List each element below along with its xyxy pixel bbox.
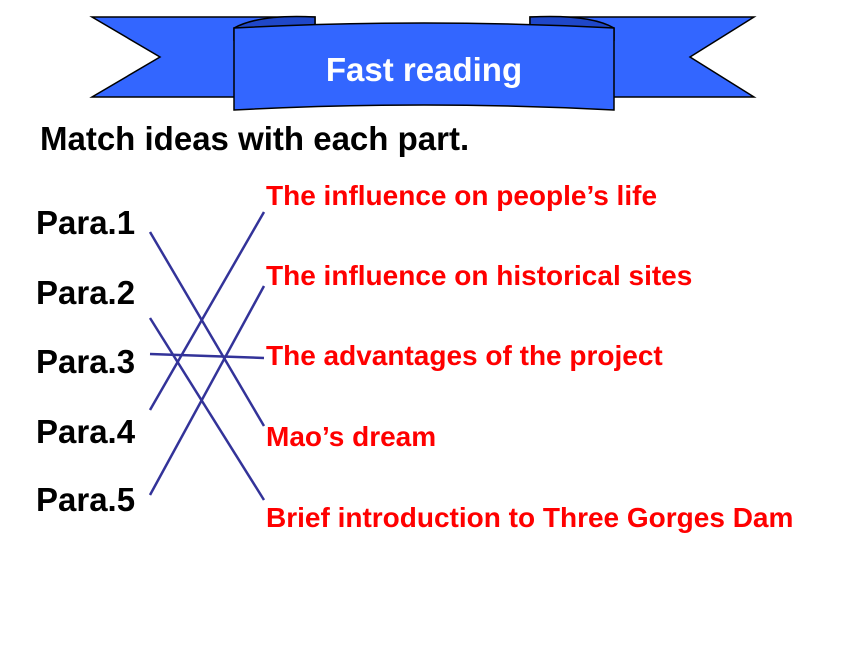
- idea-advantages: The advantages of the project: [266, 340, 663, 371]
- banner-title: Fast reading: [325, 51, 523, 88]
- idea-brief-introduction: Brief introduction to Three Gorges Dam: [266, 502, 794, 533]
- idea-mao-dream: Mao’s dream: [266, 421, 437, 452]
- idea-people-life: The influence on people’s life: [266, 180, 658, 211]
- idea-historical-sites: The influence on historical sites: [266, 260, 693, 291]
- para-label-3: Para.3: [36, 343, 136, 380]
- para-label-1: Para.1: [36, 204, 136, 241]
- para-label-4: Para.4: [36, 413, 136, 450]
- para-label-2: Para.2: [36, 274, 136, 311]
- banner-ribbon: [89, 15, 757, 111]
- banner-center: [233, 22, 615, 111]
- match-line-5: [148, 285, 266, 496]
- match-line-3: [149, 352, 265, 360]
- match-line-1: [148, 231, 266, 427]
- match-line-4: [148, 211, 266, 411]
- para-label-5: Para.5: [36, 481, 136, 518]
- match-line-2: [148, 317, 266, 501]
- instruction-text: Match ideas with each part.: [40, 120, 470, 157]
